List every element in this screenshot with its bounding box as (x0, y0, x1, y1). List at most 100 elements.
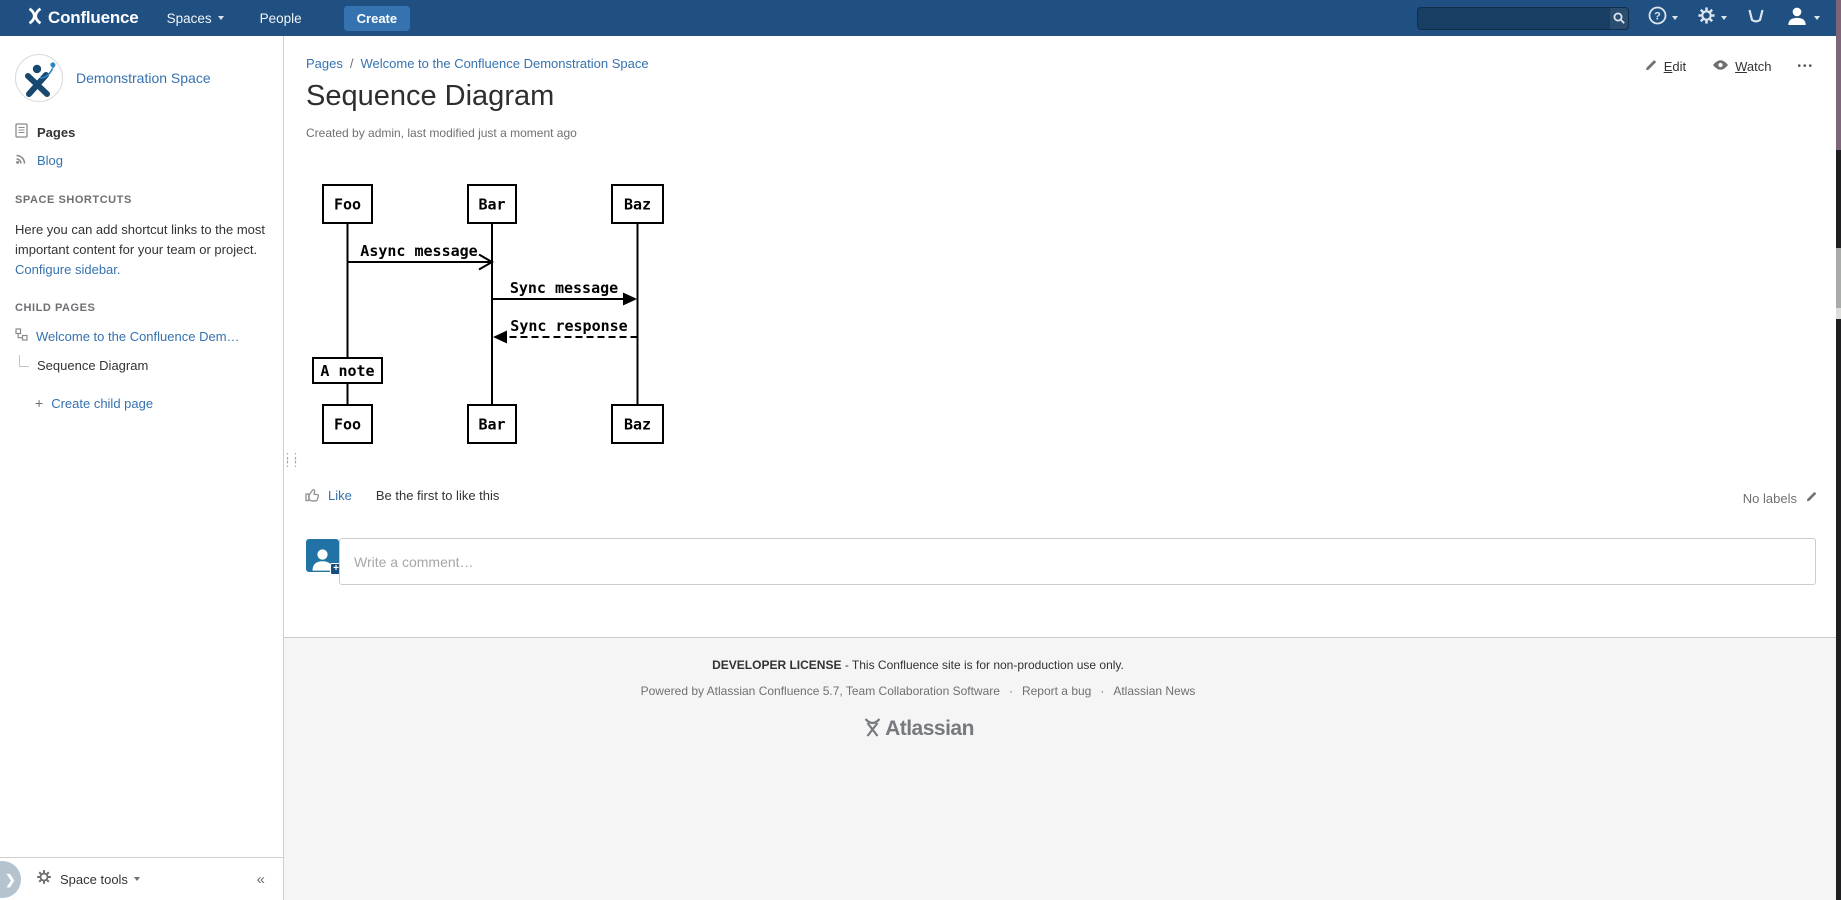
note-label: A note (320, 362, 374, 380)
page-footer: DEVELOPER LICENSE - This Confluence site… (284, 637, 1836, 900)
space-shortcuts-heading: SPACE SHORTCUTS (15, 194, 132, 206)
actor-box-baz-top (611, 184, 664, 224)
nav-spaces[interactable]: Spaces (167, 11, 224, 26)
actor-box-bar-bottom (467, 404, 517, 444)
configure-sidebar-link[interactable]: Configure sidebar. (15, 262, 121, 277)
sidebar-item-blog[interactable]: Blog (15, 146, 268, 174)
actor-label-bar-bottom: Bar (478, 416, 505, 434)
create-button[interactable]: Create (343, 5, 411, 31)
tray-icon (1746, 7, 1766, 30)
breadcrumb-separator: / (349, 56, 354, 71)
search-icon[interactable] (1610, 7, 1628, 29)
watch-label-key: W (1735, 59, 1747, 74)
sidebar-pages-label: Pages (37, 124, 76, 140)
edit-labels-pencil-icon[interactable] (1805, 490, 1818, 506)
atlassian-logo: Atlassian (284, 714, 1552, 745)
header-search-input[interactable] (1418, 7, 1610, 29)
breadcrumb: Pages / Welcome to the Confluence Demonstr… (306, 56, 649, 71)
sidebar-blog-label: Blog (37, 152, 64, 168)
page-content: Pages / Welcome to the Confluence Demonstr… (282, 36, 1836, 900)
space-header[interactable]: Demonstration Space (15, 54, 268, 102)
space-tools-menu[interactable]: Space tools (60, 872, 140, 887)
current-page-label: Sequence Diagram (37, 358, 149, 373)
breadcrumb-pages-link[interactable]: Pages (306, 56, 343, 71)
sidebar-nav: Pages Blog (15, 118, 268, 174)
space-shortcuts-help-text: Here you can add shortcut links to the m… (15, 220, 268, 280)
confluence-logo[interactable]: Confluence (25, 6, 139, 31)
actor-label-baz-top: Baz (624, 196, 651, 214)
settings-menu[interactable] (1697, 6, 1727, 30)
gear-icon (36, 869, 52, 890)
edit-label-key: E (1663, 59, 1673, 74)
page-title: Sequence Diagram (306, 80, 555, 112)
license-bold-text: DEVELOPER LICENSE (712, 658, 842, 672)
window-edge-strip (1836, 0, 1841, 900)
license-rest-text: - This Confluence site is for non-produc… (841, 658, 1124, 672)
space-sidebar: Demonstration Space Pages (0, 36, 284, 900)
watch-button[interactable]: Watch (1712, 59, 1771, 74)
eye-icon (1712, 59, 1729, 74)
nav-people[interactable]: People (260, 11, 302, 26)
like-button[interactable]: Like (328, 488, 352, 503)
sidebar-expand-chevron[interactable]: ❯ (0, 861, 21, 898)
child-pages-heading: CHILD PAGES (15, 302, 96, 314)
space-logo-icon (15, 54, 63, 102)
parent-page-link: Welcome to the Confluence Dem… (36, 328, 240, 344)
tree-item-parent-page[interactable]: Welcome to the Confluence Dem… (15, 328, 268, 344)
current-user-avatar: + (306, 539, 342, 575)
create-child-page[interactable]: + Create child page (35, 395, 268, 411)
header-search (1417, 6, 1629, 30)
actor-box-bar-top (467, 184, 517, 224)
actor-box-foo-bottom (322, 404, 373, 444)
nav-spaces-label: Spaces (166, 10, 212, 26)
report-bug-link[interactable]: Report a bug (1021, 684, 1092, 698)
edit-button[interactable]: Edit (1644, 58, 1686, 75)
sidebar-item-pages[interactable]: Pages (15, 118, 268, 146)
window-edge-top (1836, 0, 1841, 150)
notifications-tray[interactable] (1746, 7, 1766, 30)
footer-separator: · (1008, 684, 1013, 698)
thumbs-up-icon (304, 486, 321, 505)
space-name-link[interactable]: Demonstration Space (76, 70, 211, 86)
child-pages-tree: Welcome to the Confluence Dem… Sequence … (15, 328, 268, 373)
gear-icon (1697, 6, 1716, 30)
no-labels-text: No labels (1742, 490, 1797, 506)
svg-text:?: ? (1654, 10, 1661, 22)
actor-box-baz-bottom (611, 404, 664, 444)
sidebar-resize-handle[interactable]: ⋮⋮⋮⋮ (282, 452, 301, 469)
rss-icon (15, 152, 28, 168)
chevron-down-icon (1672, 16, 1678, 20)
more-actions-button[interactable]: ••• (1797, 61, 1814, 72)
chevron-down-icon (1814, 16, 1820, 20)
space-tools-label: Space tools (60, 871, 128, 887)
open-arrowhead (478, 253, 495, 271)
actor-label-baz-bottom: Baz (624, 416, 651, 434)
actor-label-foo-top: Foo (334, 196, 361, 214)
message-label-async: Async message (360, 242, 477, 260)
footer-content: DEVELOPER LICENSE - This Confluence site… (284, 638, 1552, 745)
comment-input[interactable] (339, 538, 1816, 585)
nav-people-label: People (259, 10, 302, 26)
like-hint-text: Be the first to like this (375, 488, 500, 503)
header-right-cluster: ? (1417, 4, 1820, 33)
create-child-page-label: Create child page (51, 395, 154, 411)
help-menu[interactable]: ? (1648, 6, 1678, 30)
header-nav: Spaces People (167, 11, 302, 26)
confluence-logo-icon (25, 6, 45, 31)
actor-label-foo-bottom: Foo (334, 416, 361, 434)
message-label-sync: Sync message (510, 279, 618, 297)
user-menu[interactable] (1785, 4, 1820, 33)
chevron-down-icon (1721, 16, 1727, 20)
atlassian-news-link[interactable]: Atlassian News (1113, 684, 1196, 698)
actor-box-foo-top (322, 184, 373, 224)
user-avatar-icon (1785, 4, 1809, 33)
scrollbar-thumb[interactable] (1836, 248, 1841, 308)
like-section: Like Be the first to like this (304, 486, 499, 505)
powered-by-text: Powered by Atlassian Confluence 5.7, Tea… (640, 684, 1000, 698)
message-label-response: Sync response (510, 317, 627, 335)
breadcrumb-parent-link[interactable]: Welcome to the Confluence Demonstration … (360, 56, 649, 71)
app-header: Confluence Spaces People Create (0, 0, 1836, 36)
collapse-sidebar-button[interactable]: « (256, 870, 265, 888)
window-edge-sliver (1836, 308, 1841, 319)
